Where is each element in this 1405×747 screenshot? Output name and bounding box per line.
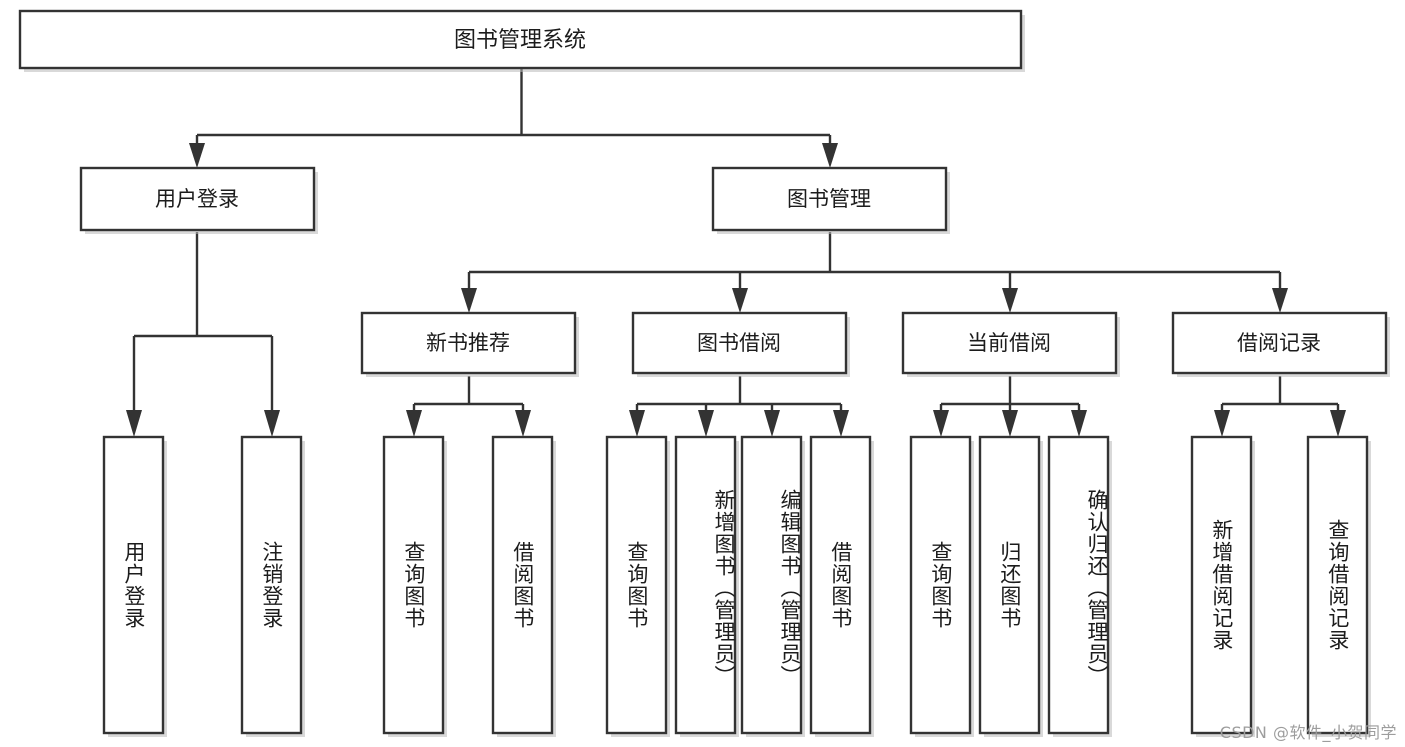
node-book-mgmt-box[interactable] [711,166,948,232]
arrow-head-borrow-record [1272,288,1288,313]
connector-group-book-borrow [629,376,849,437]
node-leaf-1-box[interactable] [102,435,165,735]
node-book-mgmt-label: 图书管理 [787,187,871,211]
node-leaf-9-box[interactable] [909,435,972,735]
arrow-head-leaf-9 [933,410,949,437]
arrow-head-leaf-8 [833,410,849,437]
node-book-borrow[interactable]: 图书借阅 [631,311,850,377]
connector-group-root [189,68,838,168]
node-leaf-6-box[interactable] [674,435,737,735]
node-current-borrow-box[interactable] [901,311,1118,375]
arrow-head-leaf-11 [1071,410,1087,437]
arrow-head-book-borrow [732,288,748,313]
arrow-head-leaf-1 [126,410,142,437]
arrow-head-leaf-13 [1330,410,1346,437]
node-leaf-11-box[interactable] [1047,435,1110,735]
node-login-box[interactable] [79,166,316,232]
node-leaf-10-box[interactable] [978,435,1041,735]
arrow-head-leaf-2 [264,410,280,437]
node-new-book-rec[interactable]: 新书推荐 [360,311,579,377]
arrow-head-leaf-5 [629,410,645,437]
arrow-head-leaf-12 [1214,410,1230,437]
arrow-head-leaf-6 [698,410,714,437]
node-leaf-3-box[interactable] [382,435,445,735]
node-book-borrow-label: 图书借阅 [697,331,781,355]
node-leaf-8-box[interactable] [809,435,872,735]
node-leaf-4-box[interactable] [491,435,554,735]
arrow-head-leaf-10 [1002,410,1018,437]
node-login-label: 用户登录 [155,187,239,211]
node-borrow-record-box[interactable] [1171,311,1388,375]
node-book-mgmt[interactable]: 图书管理 [711,166,950,234]
connector-group-borrow-record [1214,376,1346,437]
node-leaf-13-box[interactable] [1306,435,1369,735]
node-root[interactable]: 图书管理系统 [18,9,1025,72]
arrow-head-new-book-rec [461,288,477,313]
node-borrow-record-label: 借阅记录 [1237,331,1321,355]
node-current-borrow[interactable]: 当前借阅 [901,311,1120,377]
csdn-watermark: CSDN @软件_小贺同学 [1219,723,1397,742]
node-leaf-2-box[interactable] [240,435,303,735]
node-book-borrow-box[interactable] [631,311,848,375]
arrow-head-current-borrow [1002,288,1018,313]
connector-group-login [126,232,280,437]
node-leaf-7-box[interactable] [740,435,803,735]
arrow-head-leaf-4 [515,410,531,437]
arrow-head-login [189,143,205,168]
arrow-head-leaf-3 [406,410,422,437]
connector-group-bookmgmt [461,232,1288,313]
connector-group-current-borrow [933,376,1087,437]
node-login[interactable]: 用户登录 [79,166,318,234]
node-new-book-rec-box[interactable] [360,311,577,375]
node-leaf-5-box[interactable] [605,435,668,735]
node-current-borrow-label: 当前借阅 [967,331,1051,355]
arrow-head-leaf-7 [764,410,780,437]
node-root-box[interactable] [18,9,1023,70]
arrow-head-bookmgmt [822,143,838,168]
node-new-book-rec-label: 新书推荐 [426,331,510,355]
leaf-box-group [102,435,1371,737]
connector-group-new-book-rec [406,376,531,437]
node-borrow-record[interactable]: 借阅记录 [1171,311,1390,377]
node-root-label: 图书管理系统 [454,28,586,53]
node-leaf-12-box[interactable] [1190,435,1253,735]
